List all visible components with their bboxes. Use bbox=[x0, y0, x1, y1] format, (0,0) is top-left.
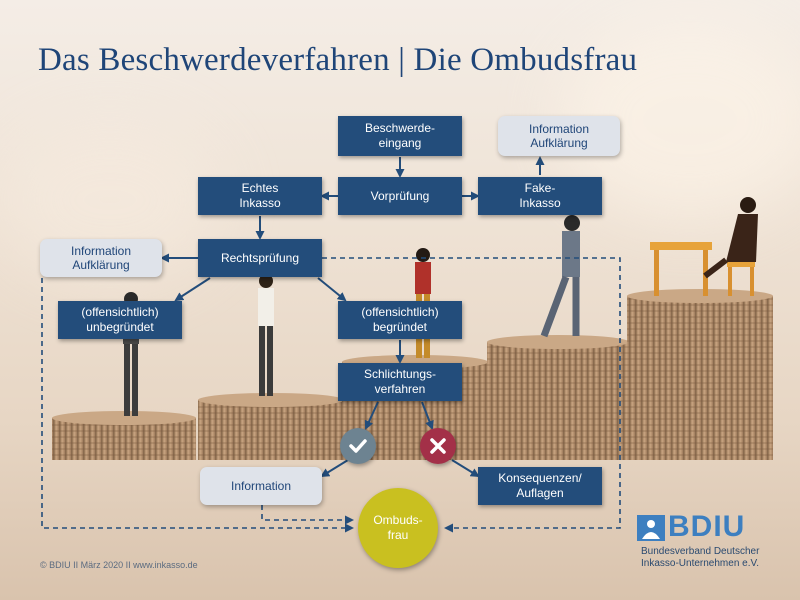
coin-stack bbox=[198, 393, 344, 460]
figure-seated-woman bbox=[650, 197, 758, 296]
coin-stack bbox=[627, 289, 773, 460]
arrow-schlichtung-cross bbox=[421, 401, 434, 430]
node-rechtspruefung: Rechtsprüfung bbox=[198, 239, 322, 277]
check-icon bbox=[340, 428, 376, 464]
node-vorpruefung: Vorprüfung bbox=[338, 177, 462, 215]
node-ombudsfrau: Ombuds- frau bbox=[358, 488, 438, 568]
node-begruendet: (offensichtlich) begründet bbox=[338, 301, 462, 339]
bdiu-logo-icon bbox=[637, 515, 665, 541]
check-icon-glyph bbox=[349, 439, 367, 453]
node-echtes-inkasso: Echtes Inkasso bbox=[198, 177, 322, 215]
node-information-aufklaerung-left: Information Aufklärung bbox=[40, 239, 162, 277]
dashed-connector-right bbox=[322, 257, 621, 533]
arrow-rechts-unbegruendet bbox=[174, 277, 211, 302]
node-information-aufklaerung-top: Information Aufklärung bbox=[498, 116, 620, 156]
cross-icon-glyph bbox=[430, 438, 446, 454]
arrow-check-information bbox=[320, 459, 349, 478]
node-fake-inkasso: Fake- Inkasso bbox=[478, 177, 602, 215]
node-konsequenzen-auflagen: Konsequenzen/ Auflagen bbox=[478, 467, 602, 505]
coin-stack bbox=[487, 335, 629, 460]
arrow-rechts-begruendet bbox=[317, 277, 347, 302]
bdiu-logo-name: BDIU bbox=[668, 510, 746, 543]
node-information: Information bbox=[200, 467, 322, 505]
node-schlichtungsverfahren: Schlichtungs- verfahren bbox=[338, 363, 462, 401]
bdiu-logo-subtitle: Bundesverband Deutscher Inkasso-Unterneh… bbox=[641, 546, 760, 569]
arrow-schlichtung-check bbox=[364, 401, 379, 430]
figure-person bbox=[540, 215, 580, 338]
coin-stack bbox=[52, 411, 196, 460]
node-unbegruendet: (offensichtlich) unbegründet bbox=[58, 301, 182, 339]
figure-person bbox=[258, 274, 274, 396]
dashed-connector-information bbox=[261, 505, 354, 525]
cross-icon bbox=[420, 428, 456, 464]
node-beschwerdeeingang: Beschwerde- eingang bbox=[338, 116, 462, 156]
dashed-connector-left bbox=[41, 278, 354, 533]
page-title: Das Beschwerdeverfahren | Die Ombudsfrau bbox=[38, 42, 638, 78]
arrow-cross-konsequenzen bbox=[451, 459, 480, 478]
footer-credit: © BDIU II März 2020 II www.inkasso.de bbox=[40, 560, 198, 570]
